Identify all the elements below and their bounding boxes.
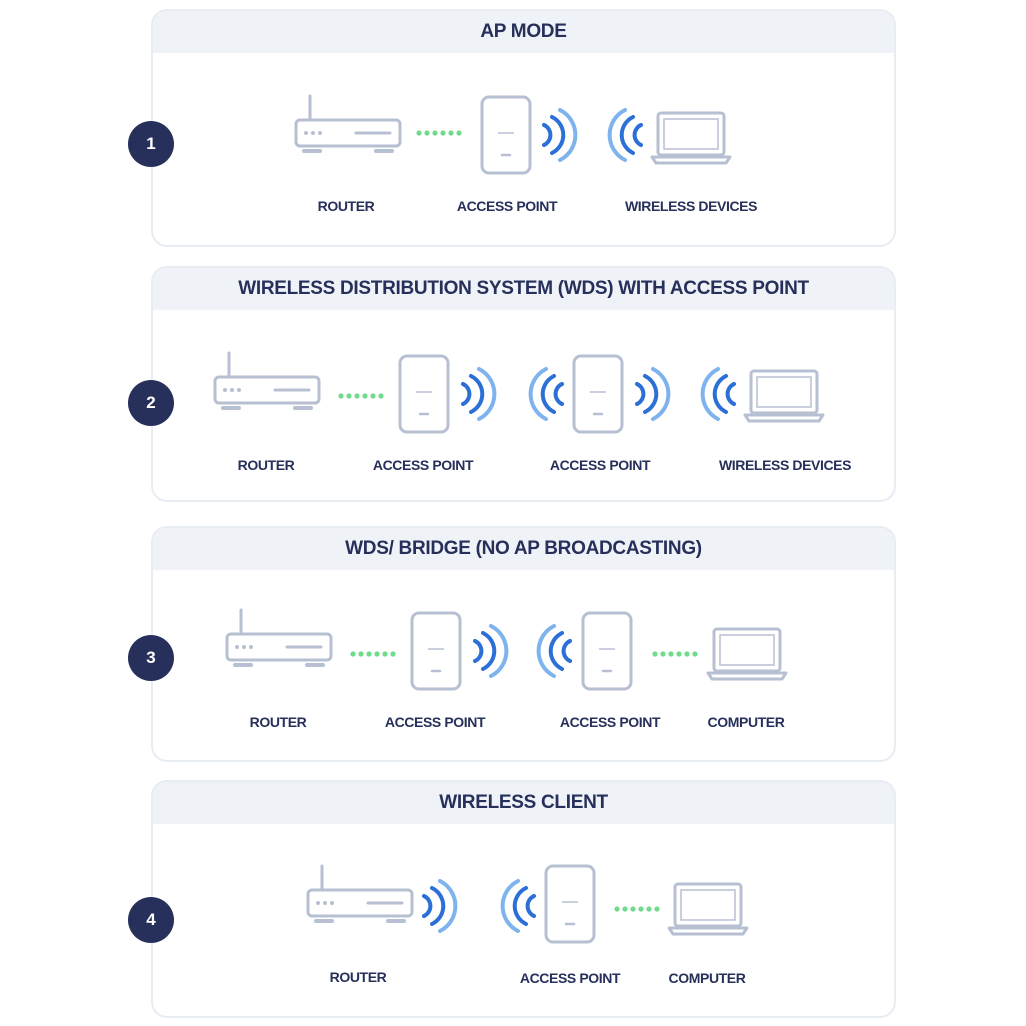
step-badge-2: 2 [128, 380, 174, 426]
wired-link-dots-icon [416, 130, 462, 136]
access-point-icon [581, 611, 633, 691]
access-point-icon [410, 611, 462, 691]
wired-link-dots-icon [652, 651, 698, 657]
wifi-waves-icon [536, 624, 572, 678]
wifi-waves-icon [473, 624, 509, 678]
label-wireless-devices: WIRELESS DEVICES [624, 198, 758, 214]
label-wireless-devices: WIRELESS DEVICES [718, 457, 852, 473]
laptop-icon [706, 627, 788, 681]
wifi-waves-icon [461, 367, 497, 421]
router-icon [306, 864, 414, 923]
label-access-point: ACCESS POINT [384, 714, 486, 730]
wifi-waves-icon [422, 879, 458, 933]
label-access-point: ACCESS POINT [372, 457, 474, 473]
mode-title-3: WDS/ BRIDGE (NO AP BROADCASTING) [153, 528, 894, 570]
access-point-icon [398, 354, 450, 434]
label-access-point: ACCESS POINT [519, 970, 621, 986]
wired-link-dots-icon [350, 651, 396, 657]
label-access-point: ACCESS POINT [559, 714, 661, 730]
access-point-icon [480, 95, 532, 175]
mode-title-2: WIRELESS DISTRIBUTION SYSTEM (WDS) WITH … [153, 268, 894, 310]
mode-card-1: AP MODE [151, 9, 896, 247]
wifi-waves-icon [542, 108, 578, 162]
mode-title-1: AP MODE [153, 11, 894, 53]
access-point-icon [572, 354, 624, 434]
wired-link-dots-icon [614, 906, 660, 912]
label-access-point: ACCESS POINT [456, 198, 558, 214]
step-badge-4: 4 [128, 897, 174, 943]
laptop-icon [650, 111, 732, 165]
router-icon [225, 608, 333, 667]
step-badge-1: 1 [128, 121, 174, 167]
label-computer: COMPUTER [707, 714, 785, 730]
label-access-point: ACCESS POINT [549, 457, 651, 473]
access-point-icon [544, 864, 596, 944]
label-router: ROUTER [249, 714, 307, 730]
step-badge-3: 3 [128, 635, 174, 681]
laptop-icon [667, 882, 749, 936]
wifi-waves-icon [635, 367, 671, 421]
label-router: ROUTER [317, 198, 375, 214]
mode-card-4: WIRELESS CLIENT [151, 780, 896, 1018]
laptop-icon [743, 369, 825, 423]
label-router: ROUTER [237, 457, 295, 473]
wifi-waves-icon [528, 367, 564, 421]
wifi-waves-icon [500, 879, 536, 933]
wifi-waves-icon [607, 108, 643, 162]
wifi-waves-icon [700, 367, 736, 421]
label-computer: COMPUTER [668, 970, 746, 986]
label-router: ROUTER [329, 969, 387, 985]
router-icon [294, 94, 402, 153]
wired-link-dots-icon [338, 393, 384, 399]
mode-title-4: WIRELESS CLIENT [153, 782, 894, 824]
router-icon [213, 351, 321, 410]
